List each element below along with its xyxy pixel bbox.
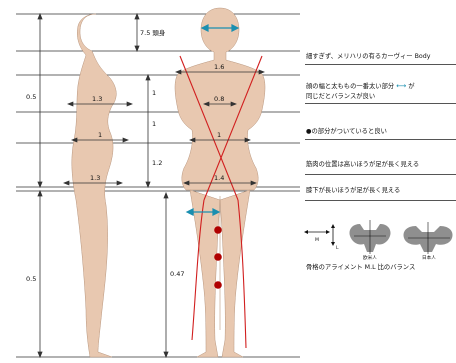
arrow-head-icon	[145, 73, 151, 81]
arrow-head-icon	[67, 101, 74, 107]
pelvis-japanese-label: 日本人	[422, 254, 436, 261]
head-count-label: 7.5 頭身	[140, 28, 166, 37]
side-hip-ratio: 1.3	[90, 174, 100, 182]
arrow-head-icon	[231, 24, 240, 32]
side-view-measurements	[63, 101, 133, 186]
pelvis-western-icon	[349, 220, 391, 254]
ml-ratio-icon	[304, 224, 335, 246]
arrow-head-icon	[37, 181, 43, 189]
front-view-measurements	[175, 69, 265, 186]
muscle-point-dot	[214, 253, 222, 261]
guide-lines	[16, 13, 300, 358]
arrow-head-icon	[122, 137, 129, 143]
arrow-head-icon	[304, 230, 308, 234]
upper-ratio-label: 0.5	[26, 93, 36, 101]
front-hip-ratio: 1.4	[214, 174, 224, 182]
arrow-head-icon	[37, 12, 43, 20]
note-divider	[305, 174, 456, 175]
front-neck-gap-ratio: 0.8	[214, 95, 224, 103]
alignment-line	[179, 55, 239, 201]
arrow-head-icon	[71, 137, 78, 143]
double-arrow-icon: ⟷	[396, 82, 407, 90]
arrow-head-icon	[116, 180, 123, 186]
arrow-head-icon	[203, 101, 210, 107]
left-scale	[37, 12, 43, 359]
arrow-head-icon	[145, 181, 151, 189]
leg-alignment-line	[237, 199, 247, 349]
leg-ratio-label: 0.47	[170, 270, 184, 278]
alignment-line	[203, 55, 263, 201]
segment-ratio-1: 1	[152, 89, 156, 97]
muscle-points	[214, 226, 222, 289]
arrow-head-icon	[189, 137, 196, 143]
arrow-head-icon	[163, 191, 169, 199]
arrow-head-icon	[37, 351, 43, 359]
note-balance: 同じだとバランスが良い	[306, 93, 376, 100]
arrow-head-icon	[250, 180, 257, 186]
muscle-point-dot	[214, 226, 222, 234]
note-divider	[305, 200, 456, 201]
note-face-thigh-suffix: が	[408, 83, 415, 90]
front-waist-ratio: 1	[217, 131, 221, 139]
note-curvy-body: 細すぎず、メリハリの有るカーヴィー Body	[306, 53, 431, 60]
note-red-dots: ●の部分がついていると良い	[306, 128, 387, 135]
note-face-thigh-text: 顔の幅と太ももの一番太い部分	[306, 83, 395, 90]
arrow-head-icon	[134, 12, 140, 20]
side-waist-ratio: 1	[98, 131, 102, 139]
arrow-head-icon	[126, 101, 133, 107]
arrow-head-icon	[331, 224, 335, 228]
note-ml-ratio: 骨格のアライメント M.L 比のバランス	[306, 264, 416, 271]
l-label: L	[336, 245, 339, 251]
front-view-figure	[174, 7, 266, 358]
side-view-figure	[71, 13, 117, 358]
arrow-head-icon	[37, 189, 43, 197]
note-below-knee: 膝下が長いほうが足が長く見える	[306, 187, 401, 194]
arrow-head-icon	[163, 351, 169, 359]
leg-alignment-line	[191, 199, 205, 341]
alignment-lines	[179, 55, 263, 349]
segment-ratio-3: 1.2	[152, 159, 162, 167]
arrow-head-icon	[258, 69, 265, 75]
note-muscle-position: 筋肉の位置は高いほうが足が長く見える	[306, 161, 420, 168]
pelvis-japanese-icon	[403, 222, 453, 254]
arrow-head-icon	[230, 101, 237, 107]
arrow-head-icon	[212, 208, 221, 216]
side-bust-ratio: 1.3	[92, 95, 102, 103]
note-divider	[305, 139, 456, 140]
arrow-head-icon	[200, 24, 209, 32]
width-compare-arrows	[185, 24, 240, 216]
muscle-point-dot	[214, 281, 222, 289]
arrow-head-icon	[175, 69, 182, 75]
note-divider	[305, 64, 456, 65]
m-label: M	[315, 237, 319, 243]
arrow-head-icon	[331, 242, 335, 246]
arrow-head-icon	[185, 208, 194, 216]
arrow-head-icon	[244, 137, 251, 143]
note-face-thigh: 顔の幅と太ももの一番太い部分 ⟷ が	[306, 82, 415, 91]
arrow-head-icon	[183, 180, 190, 186]
lower-ratio-label: 0.5	[26, 275, 36, 283]
arrow-head-icon	[63, 180, 70, 186]
segment-ratio-2: 1	[152, 120, 156, 128]
arrow-head-icon	[134, 45, 140, 53]
front-shoulder-ratio: 1.6	[214, 63, 224, 71]
note-divider	[305, 103, 456, 104]
arrow-head-icon	[326, 230, 330, 234]
pelvis-western-label: 欧米人	[363, 254, 377, 261]
middle-scale	[134, 12, 169, 359]
